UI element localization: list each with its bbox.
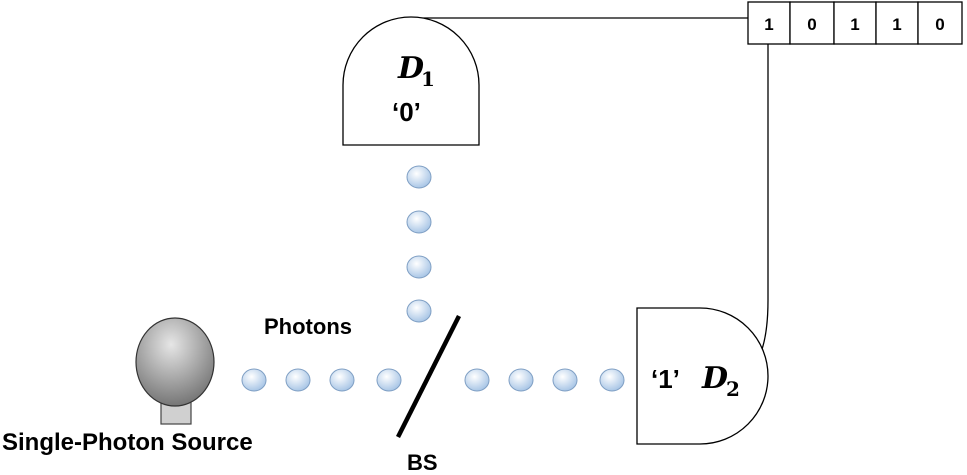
register-bit: 0: [935, 15, 944, 34]
register-bit: 1: [764, 15, 773, 34]
register-bit: 1: [892, 15, 901, 34]
photon: [406, 299, 432, 323]
detector-d2: ‘1’ D 2: [636, 307, 769, 445]
detector-d1-bit-label: ‘0’: [392, 97, 421, 127]
beam-splitter: [395, 314, 462, 439]
register-cell: [917, 1, 963, 45]
photon-stream: [241, 165, 625, 392]
detector-d1: D 1 ‘0’: [342, 16, 480, 146]
photon: [406, 165, 432, 189]
detector-d2-subscript: 2: [726, 377, 740, 401]
photon: [599, 368, 625, 392]
detector-d1-subscript: 1: [421, 67, 435, 91]
photon: [552, 368, 578, 392]
wire-d2-to-register: [751, 44, 769, 369]
register-bit: 0: [807, 15, 816, 34]
register-cell: [833, 1, 877, 45]
photon: [406, 255, 432, 279]
photon: [285, 368, 311, 392]
detector-d1-body: [342, 16, 480, 146]
photon: [241, 368, 267, 392]
photon: [376, 368, 402, 392]
photon: [464, 368, 490, 392]
detector-d2-body: [636, 307, 769, 445]
bit-register: 1 0 1 1 0: [747, 1, 963, 45]
single-photon-source: [135, 317, 215, 425]
detector-d2-bit-label: ‘1’: [651, 364, 680, 394]
register-cell: [789, 1, 835, 45]
photons-label: Photons: [264, 314, 352, 339]
detector-d1-name: D: [397, 51, 424, 86]
photon: [329, 368, 355, 392]
beam-splitter-label: BS: [407, 450, 438, 475]
detector-d2-name: D: [701, 361, 728, 396]
register-bit: 1: [850, 15, 859, 34]
source-bulb: [135, 317, 215, 407]
photon: [406, 210, 432, 234]
source-label: Single-Photon Source: [2, 429, 253, 456]
photon: [508, 368, 534, 392]
